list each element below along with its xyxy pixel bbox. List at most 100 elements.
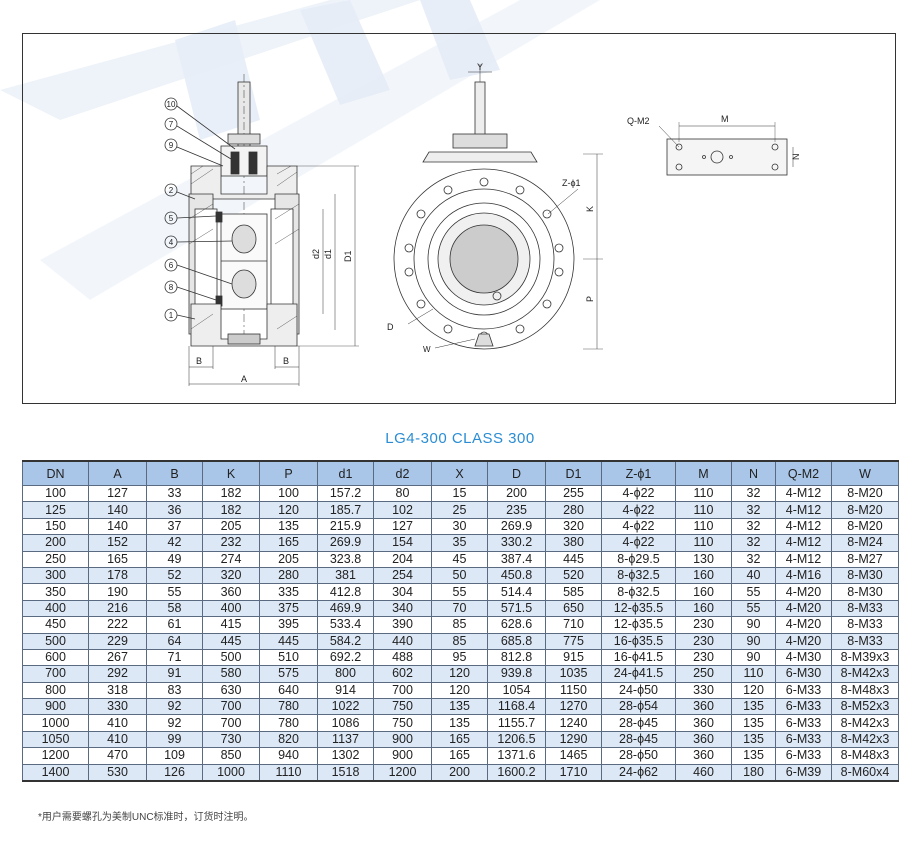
table-cell: 204 <box>373 550 432 568</box>
table-cell: 140 <box>88 501 147 519</box>
table-cell: 800 <box>22 681 89 700</box>
table-cell: 28-ϕ50 <box>601 747 676 765</box>
table-cell: 400 <box>22 599 89 618</box>
table-cell: 25 <box>431 501 488 519</box>
table-cell: 1206.5 <box>487 730 546 749</box>
dim-b-right: B <box>283 356 289 366</box>
table-cell: 330.2 <box>487 534 546 552</box>
table-cell: 323.8 <box>317 550 374 568</box>
table-cell: 340 <box>373 599 432 618</box>
table-cell: 28-ϕ54 <box>601 698 676 716</box>
table-cell: 1110 <box>259 763 318 783</box>
column-header: D1 <box>545 460 602 486</box>
table-cell: 254 <box>373 566 432 585</box>
table-cell: 750 <box>373 714 432 732</box>
table-cell: 1000 <box>202 763 260 783</box>
table-cell: 230 <box>675 648 732 667</box>
table-cell: 185.7 <box>317 501 374 519</box>
table-cell: 8-M33 <box>831 599 899 618</box>
table-cell: 83 <box>146 681 203 700</box>
dim-w: W <box>423 345 431 354</box>
table-cell: 52 <box>146 566 203 585</box>
table-cell: 8-ϕ32.5 <box>601 583 676 601</box>
table-cell: 730 <box>202 730 260 749</box>
table-cell: 269.9 <box>317 534 374 552</box>
table-cell: 150 <box>22 517 89 536</box>
table-cell: 135 <box>431 698 488 716</box>
table-cell: 900 <box>22 698 89 716</box>
column-header: K <box>202 460 260 486</box>
table-cell: 127 <box>88 484 147 503</box>
table-cell: 120 <box>259 501 318 519</box>
table-cell: 350 <box>22 583 89 601</box>
table-cell: 445 <box>259 632 318 650</box>
table-cell: 232 <box>202 534 260 552</box>
table-cell: 780 <box>259 714 318 732</box>
table-cell: 6-M30 <box>775 665 832 683</box>
table-cell: 360 <box>675 698 732 716</box>
table-cell: 440 <box>373 632 432 650</box>
table-cell: 135 <box>259 517 318 536</box>
dim-q-m2: Q-M2 <box>627 116 650 126</box>
valve-drawing: 10 7 9 2 5 4 6 8 1 A B B d2 d1 D1 Y Z-ϕ1… <box>164 62 801 386</box>
table-cell: 35 <box>431 534 488 552</box>
table-cell: 15 <box>431 484 488 503</box>
table-cell: 8-M60x4 <box>831 763 899 783</box>
table-cell: 110 <box>675 517 732 536</box>
table-cell: 500 <box>202 648 260 667</box>
table-cell: 255 <box>545 484 602 503</box>
table-cell: 90 <box>731 632 776 650</box>
dim-m: M <box>721 114 729 124</box>
table-cell: 650 <box>545 599 602 618</box>
table-cell: 700 <box>202 698 260 716</box>
table-cell: 280 <box>259 566 318 585</box>
table-cell: 850 <box>202 747 260 765</box>
table-cell: 140 <box>88 517 147 536</box>
column-header: B <box>146 460 203 486</box>
column-header: Q-M2 <box>775 460 832 486</box>
table-cell: 470 <box>88 747 147 765</box>
table-cell: 4-M12 <box>775 484 832 503</box>
callout-9: 9 <box>169 141 174 150</box>
table-cell: 16-ϕ35.5 <box>601 632 676 650</box>
table-cell: 1200 <box>22 747 89 765</box>
dim-p: P <box>585 296 595 302</box>
table-cell: 30 <box>431 517 488 536</box>
table-cell: 190 <box>88 583 147 601</box>
table-cell: 120 <box>731 681 776 700</box>
table-cell: 32 <box>731 550 776 568</box>
table-cell: 469.9 <box>317 599 374 618</box>
table-cell: 630 <box>202 681 260 700</box>
table-cell: 4-ϕ22 <box>601 534 676 552</box>
callout-7: 7 <box>169 120 174 129</box>
table-cell: 380 <box>545 534 602 552</box>
table-cell: 1200 <box>373 763 432 783</box>
table-cell: 50 <box>431 566 488 585</box>
dim-d1: d1 <box>323 249 333 259</box>
table-cell: 1050 <box>22 730 89 749</box>
table-cell: 585 <box>545 583 602 601</box>
table-cell: 8-M33 <box>831 616 899 634</box>
table-cell: 292 <box>88 665 147 683</box>
table-cell: 126 <box>146 763 203 783</box>
table-cell: 157.2 <box>317 484 374 503</box>
table-cell: 600 <box>22 648 89 667</box>
table-cell: 92 <box>146 698 203 716</box>
table-cell: 165 <box>431 730 488 749</box>
table-cell: 85 <box>431 616 488 634</box>
callout-1: 1 <box>169 311 174 320</box>
table-cell: 4-ϕ22 <box>601 517 676 536</box>
table-cell: 530 <box>88 763 147 783</box>
table-cell: 1150 <box>545 681 602 700</box>
table-cell: 49 <box>146 550 203 568</box>
table-cell: 40 <box>731 566 776 585</box>
table-cell: 42 <box>146 534 203 552</box>
table-cell: 692.2 <box>317 648 374 667</box>
table-cell: 110 <box>731 665 776 683</box>
table-cell: 165 <box>259 534 318 552</box>
table-cell: 8-ϕ29.5 <box>601 550 676 568</box>
table-cell: 514.4 <box>487 583 546 601</box>
table-cell: 900 <box>373 747 432 765</box>
